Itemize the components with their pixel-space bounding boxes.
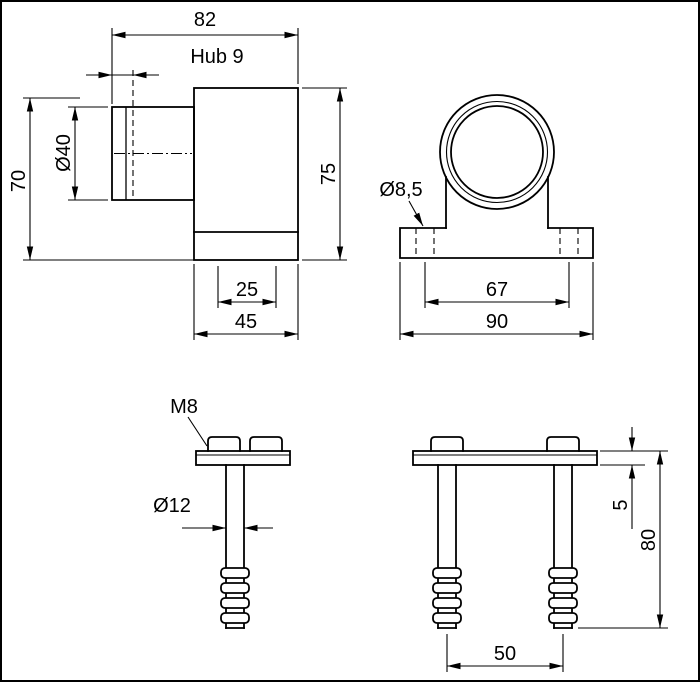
ring-outer-circle	[439, 94, 555, 210]
dim-label-d40: Ø40	[53, 134, 75, 172]
bolt-head-b	[546, 436, 580, 452]
side-view: 82 Hub 9 Ø40 70 75	[8, 9, 347, 340]
barb-ring	[432, 597, 462, 609]
dim-label-25: 25	[236, 279, 258, 301]
barb-ring	[548, 597, 578, 609]
dim-label-80: 80	[638, 529, 660, 551]
barb-ring	[548, 567, 578, 579]
bolt-head-right	[249, 436, 283, 452]
dim-hole-spacing-67: 67	[424, 262, 570, 308]
stud-pair-part	[412, 436, 598, 629]
dim-stroke-hub9: Hub 9	[86, 46, 244, 79]
barb-ring	[548, 612, 578, 624]
barb-ring	[220, 612, 250, 624]
stud-side-view: M8 Ø12	[153, 396, 291, 629]
stud-part	[195, 436, 291, 629]
barb-ring	[220, 597, 250, 609]
dim-label-90: 90	[486, 311, 508, 333]
stud-plate-outline	[195, 450, 291, 466]
dim-label-m8: M8	[170, 396, 198, 418]
stud-pair-view: 5 80 50	[412, 427, 668, 672]
dim-label-hub9: Hub 9	[190, 46, 243, 68]
bolt-head-a	[430, 436, 464, 452]
front-view-part	[399, 94, 594, 259]
bolt-head-left	[207, 436, 241, 452]
dim-label-d12: Ø12	[153, 495, 191, 517]
base-plate-outline	[399, 227, 594, 259]
dim-label-5: 5	[610, 499, 632, 510]
ring-chamfer-circle	[445, 100, 549, 204]
dim-label-75: 75	[318, 163, 340, 185]
dim-stud-spacing-50: 50	[446, 634, 564, 672]
dim-plate-thickness-5: 5	[600, 427, 668, 529]
barb-ring	[432, 567, 462, 579]
dim-stud-diameter-12: Ø12	[153, 495, 273, 532]
dim-label-45: 45	[235, 311, 257, 333]
dim-width-82: 82	[111, 9, 299, 104]
barb-ring	[432, 582, 462, 594]
barb-ring	[220, 567, 250, 579]
dim-label-70: 70	[8, 170, 30, 192]
dim-slot-width-25: 25	[217, 266, 277, 308]
dim-height-70: 70	[8, 97, 194, 261]
dim-stud-length-80: 80	[578, 451, 668, 629]
barb-ring	[432, 612, 462, 624]
dim-base-width-90: 90	[399, 262, 594, 340]
dim-label-67: 67	[486, 279, 508, 301]
barb-ring	[220, 582, 250, 594]
barb-ring	[548, 582, 578, 594]
dim-hole-diameter-8-5: Ø8,5	[379, 179, 424, 227]
dim-label-d8-5: Ø8,5	[379, 179, 422, 201]
dim-body-height-75: 75	[302, 87, 347, 261]
m8-leader-line	[187, 416, 208, 447]
front-view: Ø8,5 67 90	[379, 94, 594, 340]
hub-cylinder-outline	[111, 106, 195, 201]
dim-label-82: 82	[194, 9, 216, 31]
dim-body-width-45: 45	[193, 264, 299, 340]
label-thread-m8: M8	[170, 396, 208, 447]
side-view-part	[111, 70, 299, 261]
dim-label-50: 50	[494, 643, 516, 665]
ring-bore-circle	[450, 105, 544, 199]
pair-plate-outline	[412, 450, 598, 466]
hole-leader-line	[408, 200, 424, 227]
dim-hub-diameter-40: Ø40	[53, 106, 108, 201]
bracket-body-outline	[193, 87, 299, 261]
